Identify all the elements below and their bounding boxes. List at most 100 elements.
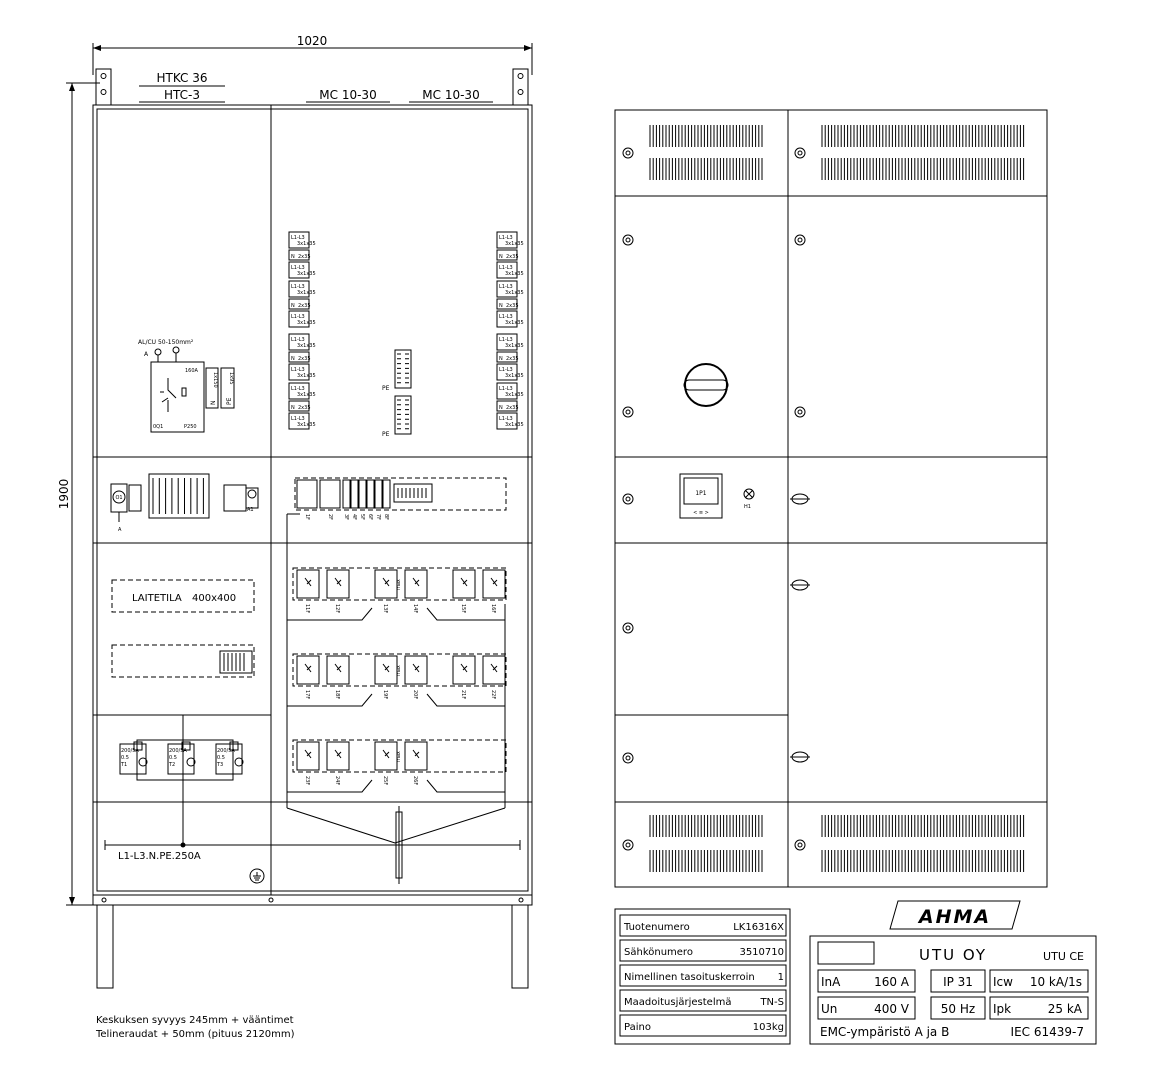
phase-size: 3x1x35 — [297, 392, 316, 398]
product-row-value: 1 — [778, 972, 784, 983]
product-row-label: Sähkönumero — [624, 947, 693, 958]
lamp-label: H1 — [744, 504, 751, 510]
fuse-label: 11F — [304, 604, 310, 613]
phase-label: L1-L3 — [499, 235, 513, 241]
neutral-label: N — [499, 254, 503, 260]
device-space: LAITETILA 400x400 — [111, 579, 255, 678]
device-space-label: LAITETILA — [132, 593, 182, 604]
phase-size: 3x1x35 — [505, 241, 524, 247]
phase-size: 3x1x35 — [297, 422, 316, 428]
rating-value: 400 V — [874, 1002, 910, 1016]
phase-label: L1-L3 — [499, 284, 513, 290]
standard-label: IEC 61439-7 — [1011, 1025, 1084, 1039]
product-row-value: LK16316X — [733, 922, 784, 933]
svg-text:1x95: 1x95 — [228, 372, 234, 385]
neutral-size: 2x35 — [298, 254, 311, 260]
fuse-switch: 11F — [296, 569, 320, 613]
ct-id: T3 — [216, 762, 223, 768]
fuse-label: 14F — [412, 604, 418, 613]
phase-size: 3x1x35 — [505, 290, 524, 296]
fuse-switch: 22F — [482, 655, 506, 699]
ct-ratio: 200/5A — [121, 748, 139, 754]
fuse-switch: 14F — [404, 569, 428, 613]
phase-size: 3x1x35 — [505, 373, 524, 379]
rating-value: IP 31 — [943, 975, 973, 989]
phase-size: 3x1x35 — [297, 373, 316, 379]
phase-label: L1-L3 — [499, 314, 513, 320]
ct-id: T2 — [168, 762, 175, 768]
door-hinges — [790, 493, 810, 763]
rating-cell — [989, 996, 1089, 1020]
current-transformer-1: 200/5A0.5T1 — [119, 741, 148, 775]
door-locks — [622, 147, 806, 851]
right-bracket — [512, 68, 529, 106]
htc-label: HTC-3 — [164, 88, 200, 102]
vent-grille — [821, 850, 1025, 872]
ct-ratio: 200/5A — [217, 748, 235, 754]
fuse-max-mark: max — [396, 579, 402, 590]
rating-value: 10 kA/1s — [1030, 975, 1082, 989]
door-lock-icon — [622, 839, 634, 851]
mc-right-label: MC 10-30 — [422, 88, 479, 102]
phase-label: L1-L3 — [499, 265, 513, 271]
phase-label: L1-L3 — [291, 235, 305, 241]
fuse-label: 15F — [460, 604, 466, 613]
neutral-size: 2x35 — [298, 405, 311, 411]
door-hinge-icon — [790, 579, 810, 591]
width-dimension-label: 1020 — [297, 34, 328, 48]
fuse-label: 3F — [343, 514, 349, 520]
phase-label: L1-L3 — [291, 265, 305, 271]
phase-label: L1-L3 — [291, 284, 305, 290]
fuse-label: 1F — [304, 514, 310, 520]
svg-text:1x150: 1x150 — [212, 372, 218, 388]
fuse-label: 4F — [351, 514, 357, 520]
neutral-size: 2x35 — [506, 356, 519, 362]
fuse-label: 6F — [367, 514, 373, 520]
rating-key: Icw — [993, 975, 1013, 989]
door-lock-icon — [622, 493, 634, 505]
ct-class: 0.5 — [121, 755, 129, 761]
fuse-switch: 20F — [404, 655, 428, 699]
phase-label: L1-L3 — [291, 367, 305, 373]
phase-label: L1-L3 — [291, 337, 305, 343]
fuse-label: 20F — [412, 690, 418, 699]
vent-grille — [649, 850, 763, 872]
product-row — [619, 989, 787, 1012]
door-lock-icon — [622, 234, 634, 246]
vent-grille — [821, 125, 1025, 147]
vent-grille — [649, 125, 763, 147]
height-dimension-label: 1900 — [57, 479, 71, 510]
door-meter-menu: < ≡ > — [693, 510, 709, 516]
fuse-switch: 18F — [326, 655, 350, 699]
neutral-label: N — [291, 254, 295, 260]
brand-label: AHMA — [917, 906, 991, 928]
neutral-label: N — [499, 356, 503, 362]
rating-key: Ipk — [993, 1002, 1011, 1016]
phase-label: L1-L3 — [499, 367, 513, 373]
ct-ratio: 200/5A — [169, 748, 187, 754]
neutral-size: 2x35 — [298, 303, 311, 309]
product-row-label: Paino — [624, 1022, 651, 1033]
svg-text:PE: PE — [226, 397, 233, 405]
fuse-label: 17F — [304, 690, 310, 699]
fuse-label: 2F — [327, 514, 333, 520]
neutral-label: N — [499, 303, 503, 309]
rating-key: InA — [821, 975, 841, 989]
busbar: L1-L3.N.PE.250A — [104, 604, 521, 884]
fuse-label: 22F — [490, 690, 496, 699]
vent-grille — [649, 158, 763, 180]
rail-note: Telineraudat + 50mm (pituus 2120mm) — [95, 1029, 295, 1040]
main-switch-handle-icon[interactable] — [683, 363, 729, 407]
company-name: UTU OY — [919, 946, 987, 964]
phase-size: 3x1x35 — [505, 271, 524, 277]
product-row-value: TN-S — [759, 997, 784, 1008]
door-lock-icon — [794, 839, 806, 851]
pe-label-bottom: PE — [382, 431, 390, 438]
